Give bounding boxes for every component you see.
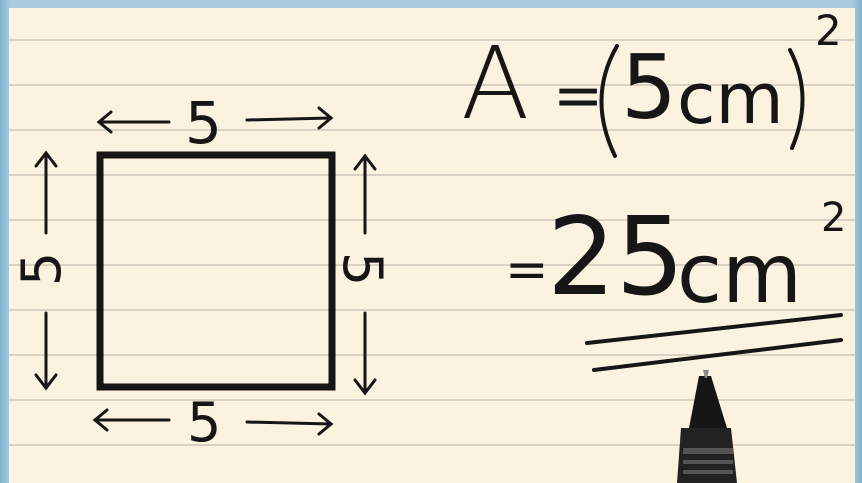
- bottom-double-arrow: [92, 408, 334, 436]
- side-length-unit: cm: [677, 58, 784, 140]
- close-paren: [788, 48, 805, 150]
- area-symbol: A: [461, 25, 530, 142]
- area-unit: cm: [677, 227, 802, 322]
- squared-exponent-1: 2: [815, 8, 842, 55]
- side-length-value: 5: [621, 36, 677, 139]
- left-dimension-label: 5: [10, 251, 74, 287]
- right-double-arrow: [353, 153, 377, 396]
- square-drawing: [34, 44, 843, 483]
- area-value: 25: [547, 195, 685, 320]
- top-dimension-label: 5: [185, 89, 222, 157]
- lined-paper: 5 5 5 5 A = 5 cm 2 = 25 cm 2: [9, 8, 855, 483]
- bottom-dimension-label: 5: [187, 391, 222, 454]
- equals-sign-2: =: [505, 240, 549, 300]
- right-dimension-label: 5: [331, 251, 395, 287]
- open-paren: [599, 44, 619, 158]
- left-double-arrow: [34, 150, 58, 391]
- top-double-arrow: [96, 106, 334, 134]
- equals-sign-1: =: [553, 61, 604, 131]
- double-underline: [585, 313, 843, 372]
- pencil-icon: [677, 370, 737, 483]
- square-shape: [96, 151, 336, 391]
- squared-exponent-2: 2: [821, 195, 847, 241]
